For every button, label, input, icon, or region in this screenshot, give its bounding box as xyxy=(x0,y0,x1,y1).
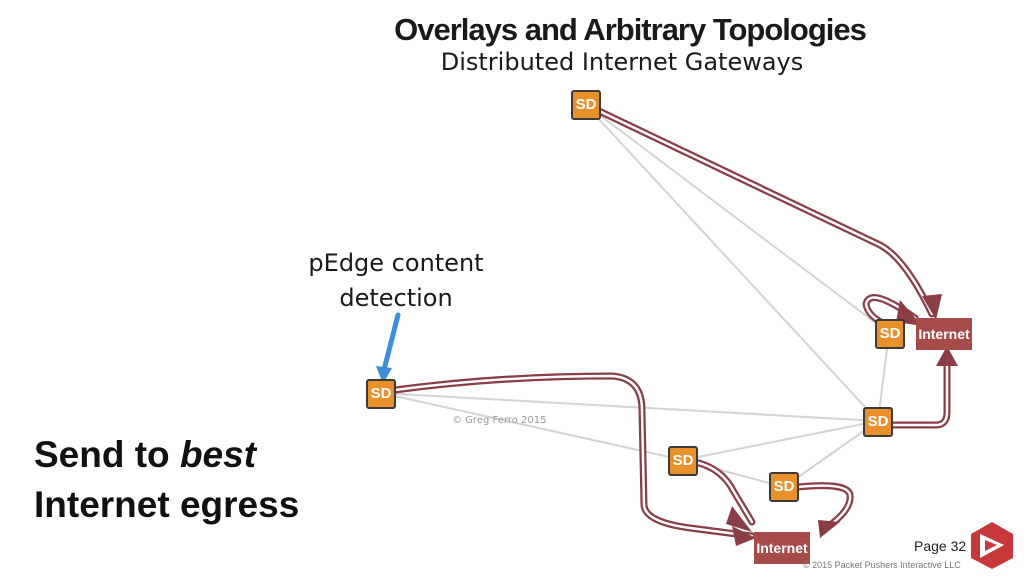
sd-node-left: SD xyxy=(366,379,396,409)
link-sd-mid-sd-midright xyxy=(682,420,879,461)
footer-copyright: © 2015 Packet Pushers Interactive LLC xyxy=(803,560,961,570)
link-sd-left-sd-midright xyxy=(380,392,879,422)
statement-emphasis: best xyxy=(179,434,257,475)
link-sd-left-sd-mid xyxy=(380,392,684,461)
statement-line-2: Internet egress xyxy=(34,484,300,525)
callout-line-2: detection xyxy=(339,284,453,312)
sd-node-top: SD xyxy=(571,90,601,120)
main-statement: Send to best Internet egress xyxy=(34,430,299,530)
callout-line-1: pEdge content xyxy=(308,249,484,277)
link-sd-top-sd-right xyxy=(584,103,890,334)
path-arrowheads xyxy=(726,294,958,546)
callout-arrow xyxy=(381,312,401,373)
statement-prefix: Send to xyxy=(34,434,180,475)
sd-node-bottom: SD xyxy=(769,472,799,502)
egress-paths xyxy=(391,106,958,546)
slide-title: Overlays and Arbitrary Topologies xyxy=(394,12,867,47)
link-sd-bottom-sd-midright xyxy=(783,420,879,488)
sd-node-mid: SD xyxy=(668,446,698,476)
sd-node-midright: SD xyxy=(863,407,893,437)
packet-pushers-logo-icon xyxy=(971,522,1013,569)
internet-node-right: Internet xyxy=(916,318,972,350)
link-sd-top-sd-midright xyxy=(584,103,879,422)
slide-subtitle: Distributed Internet Gateways xyxy=(440,48,804,76)
page-number: Page 32 xyxy=(914,538,967,554)
callout-text: pEdge content detection xyxy=(296,246,496,316)
internet-node-bottom: Internet xyxy=(754,532,810,564)
watermark: © Greg Ferro 2015 xyxy=(452,415,547,426)
callout-arrowhead xyxy=(376,366,392,384)
sd-node-right: SD xyxy=(875,319,905,349)
